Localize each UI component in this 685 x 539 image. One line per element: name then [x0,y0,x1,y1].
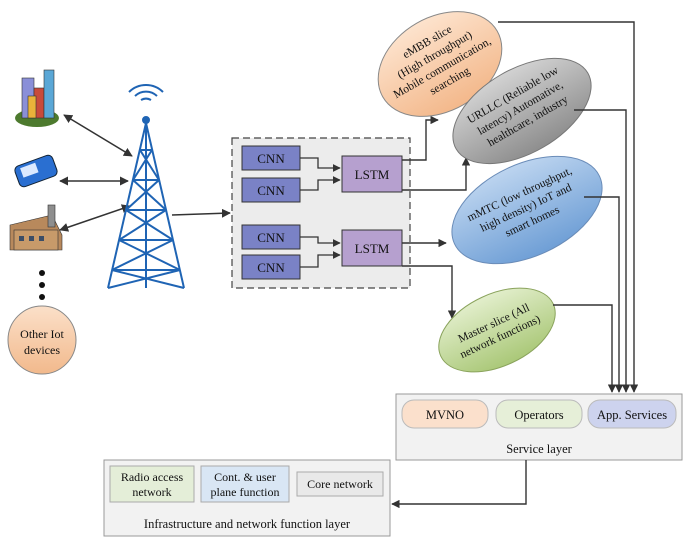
cnn-label: CNN [257,260,285,275]
app-services-label: App. Services [597,408,667,422]
city-buildings-icon [15,69,59,127]
core-network-box [296,471,384,497]
device-links [59,114,133,232]
cnn-label: CNN [257,183,285,198]
lstm-label: LSTM [355,241,390,256]
infrastructure-layer: Radio access network Cont. & user plane … [103,459,391,537]
radio-access-network-box [109,465,195,503]
mvno-label: MVNO [426,408,464,422]
embb-slice: eMBB slice (High throughput) Mobile comm… [377,11,503,117]
other-devices-label-line2: devices [24,343,60,357]
radio-access-label-line1: Radio access [121,470,184,484]
ellipsis-dots [39,270,45,300]
cont-user-plane-box [200,465,290,503]
urllc-slice: URLLC (Reliable low latency) Automative,… [452,57,592,165]
cnn-block [241,145,301,171]
other-iot-devices-node: Other Iot devices [7,305,77,375]
mobile-phone-icon [14,154,58,188]
cont-user-plane-label-line1: Cont. & user [214,470,276,484]
radio-access-label-line2: network [132,485,171,499]
cnn-label: CNN [257,230,285,245]
cnn-block [241,177,301,203]
lstm-label: LSTM [355,167,390,182]
tower-to-model-arrow [171,208,231,218]
app-services-box [587,399,677,429]
slice-to-service-arrows [498,21,639,393]
deep-learning-model-box: CNN CNN LSTM CNN CNN LSTM [231,137,411,289]
cell-tower-icon [107,83,185,289]
model-to-slice-arrows [402,115,471,319]
service-layer: MVNO Operators App. Services Service lay… [395,393,683,461]
cont-user-plane-label-line2: plane function [211,485,280,499]
cnn-label: CNN [257,151,285,166]
master-slice: Master slice (All network functions) [438,287,556,373]
service-to-infrastructure-arrow [391,460,527,509]
mmtc-slice: mMTC (low throughput, high density) IoT … [451,155,603,265]
operators-label: Operators [514,408,563,422]
mvno-box [401,399,489,429]
cnn-block [241,224,301,250]
factory-icon [9,204,63,251]
model-group-2: CNN CNN LSTM [241,224,403,280]
core-network-label: Core network [307,477,373,491]
service-layer-title: Service layer [506,442,572,456]
model-group-1: CNN CNN LSTM [241,145,403,203]
infrastructure-layer-title: Infrastructure and network function laye… [144,517,351,531]
lstm-block [341,155,403,193]
other-devices-label-line1: Other Iot [20,327,64,341]
operators-box [495,399,583,429]
lstm-block [341,229,403,267]
cnn-block [241,254,301,280]
